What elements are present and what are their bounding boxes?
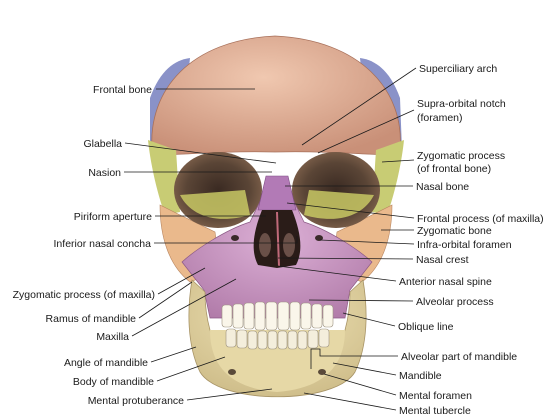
mental-foramen-left	[228, 369, 236, 375]
label-zygomatic-process-maxilla: Zygomatic process (of maxilla)	[13, 289, 155, 301]
orbit-wall-left	[180, 190, 250, 219]
lower-teeth	[225, 328, 330, 350]
mental-foramen-right	[318, 369, 326, 375]
label-piriform-aperture: Piriform aperture	[74, 211, 152, 223]
label-nasal-bone: Nasal bone	[416, 181, 469, 193]
inferior-concha-left	[259, 233, 271, 257]
label-mental-protuberance: Mental protuberance	[88, 395, 184, 407]
label-glabella: Glabella	[83, 138, 122, 150]
label-supra-orbital-notch-line2: (foramen)	[417, 112, 463, 124]
label-ramus-of-mandible: Ramus of mandible	[46, 313, 137, 325]
label-mandible: Mandible	[399, 370, 442, 382]
zygomatic-process-frontal-left	[148, 140, 180, 215]
leader-lines-left	[124, 88, 298, 401]
labels-right: Superciliary arch Supra-orbital notch (f…	[398, 63, 544, 417]
label-frontal-bone: Frontal bone	[93, 84, 152, 96]
label-body-of-mandible: Body of mandible	[73, 376, 154, 388]
leader-lines-right	[277, 67, 417, 411]
label-superciliary-arch: Superciliary arch	[419, 63, 497, 75]
inferior-concha-right	[283, 233, 295, 257]
frontal-bone-shape	[151, 35, 401, 155]
nasal-septum	[276, 211, 280, 267]
label-mental-tubercle: Mental tubercle	[399, 405, 471, 417]
infra-orbital-foramen-left	[231, 235, 239, 241]
labels-left: Frontal bone Glabella Nasion Piriform ap…	[13, 84, 185, 407]
label-zygomatic-bone: Zygomatic bone	[417, 225, 492, 237]
label-frontal-process-maxilla: Frontal process (of maxilla)	[417, 213, 544, 225]
zygomatic-process-frontal-right	[372, 140, 404, 215]
label-nasal-crest: Nasal crest	[416, 254, 469, 266]
label-supra-orbital-notch: Supra-orbital notch	[417, 98, 506, 110]
orbit-wall-right	[304, 190, 374, 219]
label-alveolar-process: Alveolar process	[416, 296, 494, 308]
label-alveolar-part-mandible: Alveolar part of mandible	[401, 351, 517, 363]
label-infra-orbital-foramen: Infra-orbital foramen	[417, 239, 512, 251]
label-inferior-nasal-concha: Inferior nasal concha	[54, 238, 152, 250]
label-oblique-line: Oblique line	[398, 321, 454, 333]
label-zygomatic-process-frontal-line2: (of frontal bone)	[417, 163, 491, 175]
label-anterior-nasal-spine: Anterior nasal spine	[399, 276, 492, 288]
infra-orbital-foramen-right	[315, 235, 323, 241]
nasal-bones-shape	[257, 175, 297, 211]
label-zygomatic-process-frontal: Zygomatic process	[417, 150, 505, 162]
label-angle-of-mandible: Angle of mandible	[64, 357, 148, 369]
label-nasion: Nasion	[88, 167, 121, 179]
label-mental-foramen: Mental foramen	[399, 390, 472, 402]
label-maxilla: Maxilla	[96, 331, 129, 343]
upper-teeth	[221, 301, 334, 331]
